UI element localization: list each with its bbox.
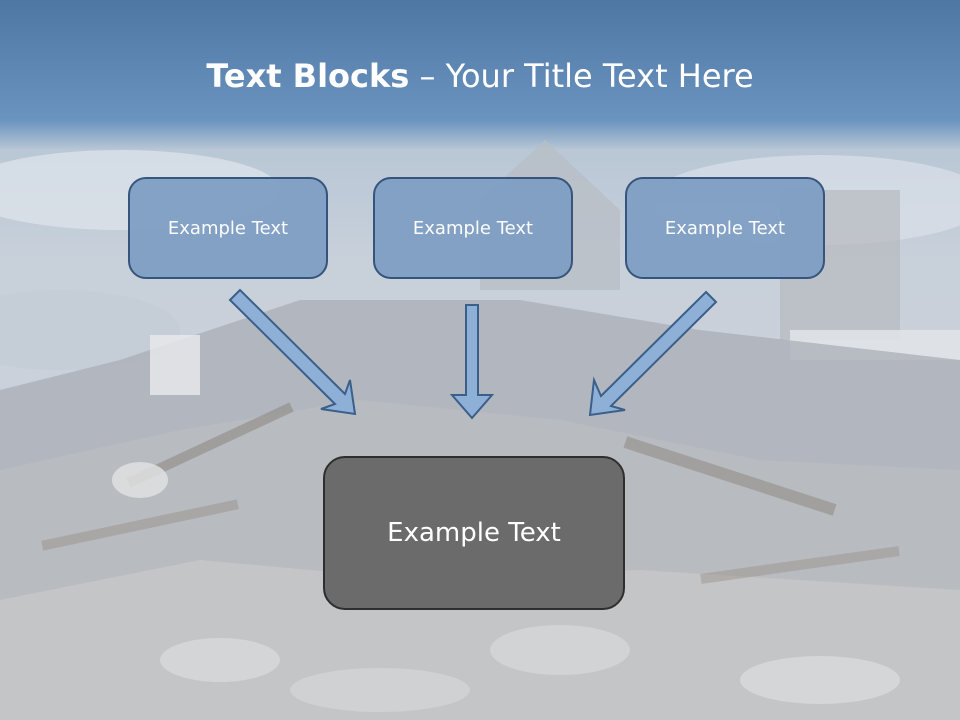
- text-block-3-label: Example Text: [664, 217, 786, 239]
- text-block-1[interactable]: Example Text: [128, 177, 328, 279]
- text-block-2[interactable]: Example Text: [373, 177, 573, 279]
- title-separator: –: [409, 57, 446, 95]
- title-bold-part: Text Blocks: [206, 57, 410, 95]
- slide-title: Text Blocks – Your Title Text Here: [0, 52, 960, 100]
- target-block-label: Example Text: [387, 518, 561, 548]
- text-block-3[interactable]: Example Text: [625, 177, 825, 279]
- target-block[interactable]: Example Text: [323, 456, 625, 610]
- text-block-2-label: Example Text: [412, 217, 534, 239]
- text-block-1-label: Example Text: [167, 217, 289, 239]
- title-rest: Your Title Text Here: [445, 57, 754, 95]
